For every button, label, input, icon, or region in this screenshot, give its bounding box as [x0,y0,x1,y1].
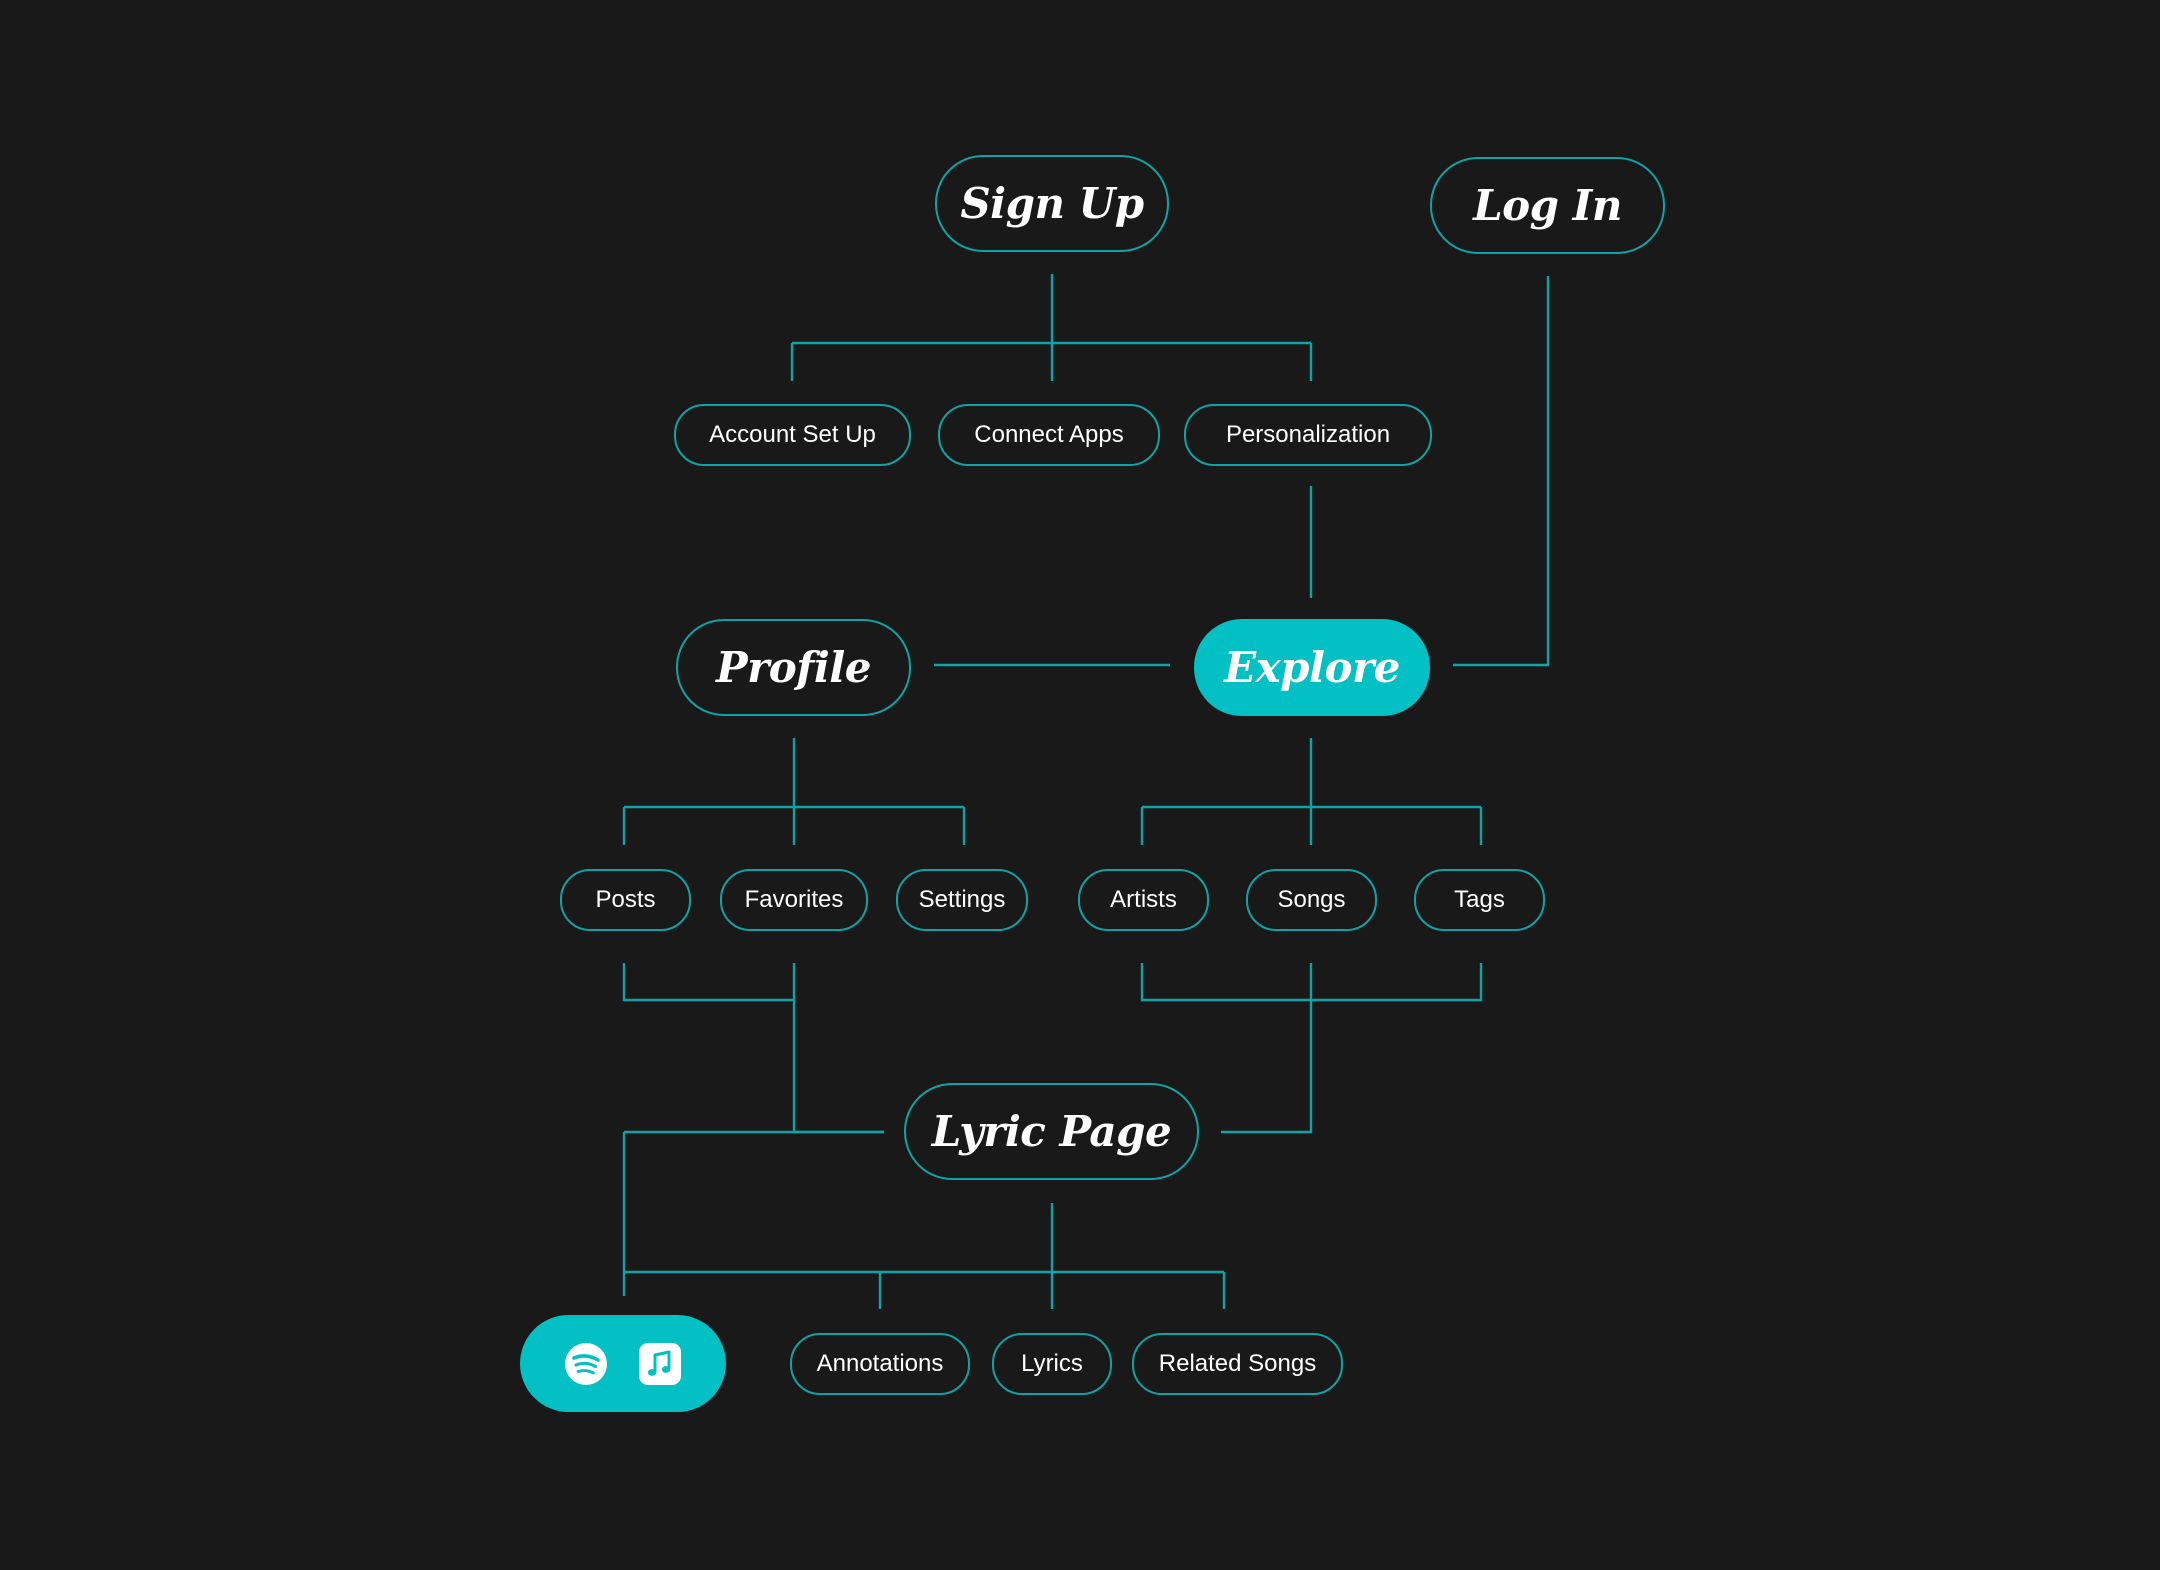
node-tags[interactable]: Tags [1414,869,1545,931]
node-favorites[interactable]: Favorites [720,869,868,931]
node-personalization[interactable]: Personalization [1184,404,1432,466]
node-settings[interactable]: Settings [896,869,1028,931]
node-profile[interactable]: Profile [676,619,911,716]
node-explore[interactable]: Explore [1194,619,1430,716]
spotify-icon [565,1342,607,1385]
node-account-set-up[interactable]: Account Set Up [674,404,911,466]
connector-lyric-children [622,1130,1226,1309]
node-artists[interactable]: Artists [1078,869,1209,931]
apple-music-icon [639,1342,681,1385]
node-related-songs[interactable]: Related Songs [1132,1333,1343,1395]
connector-profile-lyric [622,963,884,1134]
node-songs[interactable]: Songs [1246,869,1377,931]
node-lyrics[interactable]: Lyrics [992,1333,1112,1395]
node-connect-apps[interactable]: Connect Apps [938,404,1160,466]
music-apps-button[interactable] [520,1315,726,1412]
node-sign-up[interactable]: Sign Up [935,155,1169,252]
node-posts[interactable]: Posts [560,869,691,931]
node-annotations[interactable]: Annotations [790,1333,970,1395]
connector-login-explore [1453,276,1550,667]
connector-explore-children [1140,738,1483,845]
connector-explore-lyric [1140,963,1483,1134]
node-lyric-page[interactable]: Lyric Page [904,1083,1199,1180]
node-log-in[interactable]: Log In [1430,157,1665,254]
connector-signup-children [790,274,1313,381]
connector-profile-children [622,738,966,845]
